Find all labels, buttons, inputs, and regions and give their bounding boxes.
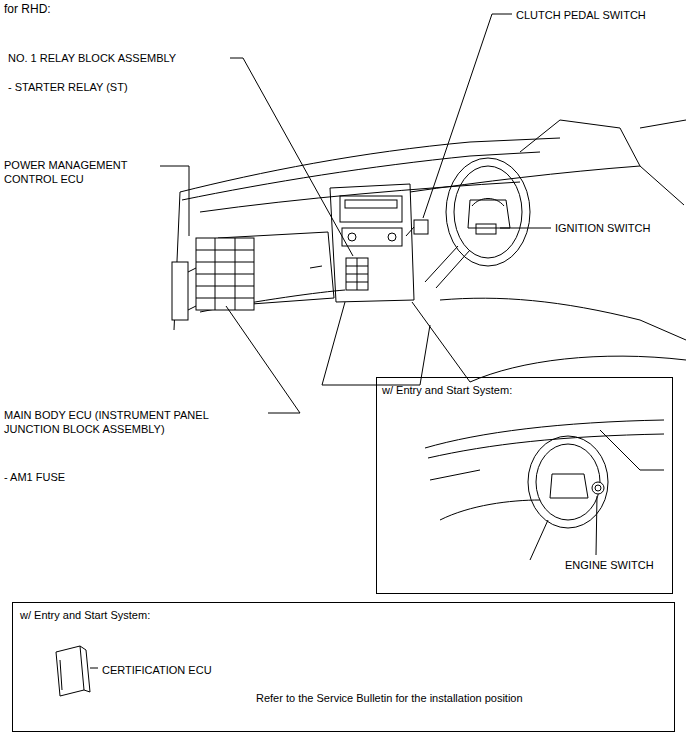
- part-label: NO. 1 RELAY BLOCK ASSEMBLY: [8, 51, 176, 65]
- part-label: for RHD:: [4, 2, 51, 16]
- inset-text: CERTIFICATION ECU: [102, 663, 212, 677]
- part-label: POWER MANAGEMENT CONTROL ECU: [4, 158, 144, 186]
- part-label: IGNITION SWITCH: [555, 221, 650, 235]
- inset-text: ENGINE SWITCH: [565, 558, 654, 572]
- inset-frame: w/ Entry and Start System: CERTIFICATION …: [12, 602, 675, 732]
- part-label: - AM1 FUSE: [4, 470, 65, 484]
- part-label: MAIN BODY ECU (INSTRUMENT PANEL JUNCTION…: [4, 408, 244, 436]
- inset-frame: w/ Entry and Start System: ENGINE SWITCH: [376, 377, 673, 594]
- part-label: - STARTER RELAY (ST): [8, 80, 128, 94]
- inset-text: Refer to the Service Bulletin for the in…: [256, 691, 523, 705]
- part-label: CLUTCH PEDAL SWITCH: [516, 8, 646, 22]
- inset-heading: w/ Entry and Start System:: [20, 608, 150, 622]
- inset-heading: w/ Entry and Start System:: [382, 383, 512, 397]
